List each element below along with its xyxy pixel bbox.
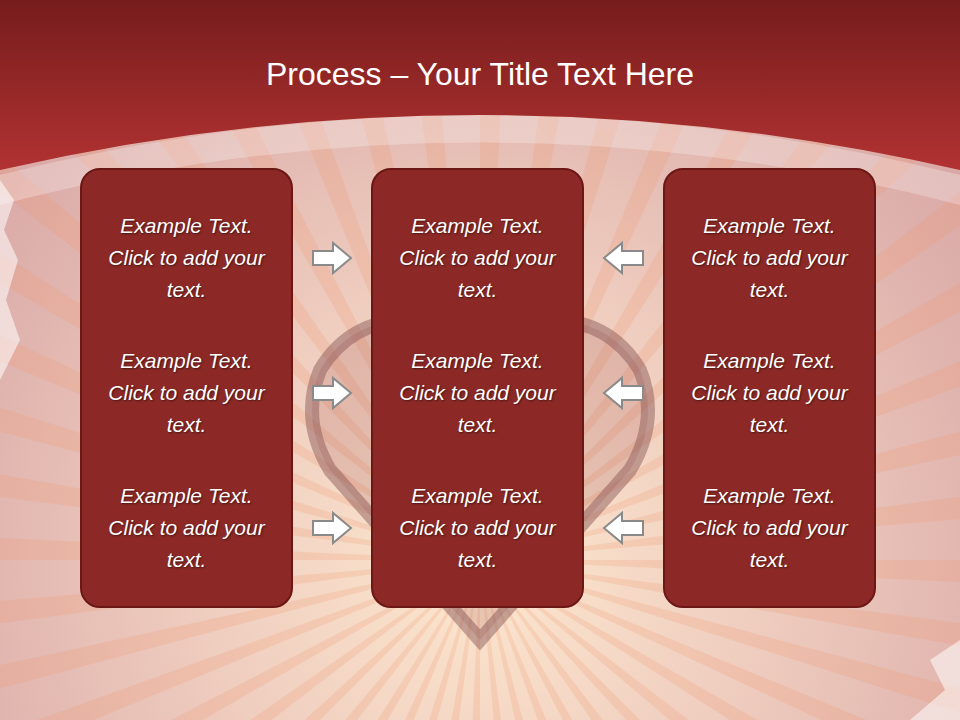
- block-arrow: [604, 378, 643, 408]
- example-text: Example Text. Click to add your text.: [104, 480, 269, 576]
- process-column: Example Text. Click to add your text. Exa…: [663, 168, 876, 608]
- process-column: Example Text. Click to add your text. Exa…: [80, 168, 293, 608]
- block-arrow: [313, 513, 351, 543]
- example-text: Example Text. Click to add your text.: [687, 480, 852, 576]
- example-text: Example Text. Click to add your text.: [104, 210, 269, 306]
- example-text: Example Text. Click to add your text.: [395, 480, 560, 576]
- block-arrow: [604, 243, 643, 273]
- grunge-edge: [0, 180, 20, 380]
- example-text: Example Text. Click to add your text.: [395, 210, 560, 306]
- block-arrow: [313, 243, 351, 273]
- process-column: Example Text. Click to add your text. Exa…: [371, 168, 584, 608]
- grunge-edge: [910, 640, 960, 720]
- example-text: Example Text. Click to add your text.: [687, 345, 852, 441]
- example-text: Example Text. Click to add your text.: [395, 345, 560, 441]
- header-band: [0, 0, 960, 170]
- example-text: Example Text. Click to add your text.: [104, 345, 269, 441]
- example-text: Example Text. Click to add your text.: [687, 210, 852, 306]
- block-arrow: [604, 513, 643, 543]
- slide-title: Process – Your Title Text Here: [100, 52, 860, 96]
- block-arrow: [313, 378, 351, 408]
